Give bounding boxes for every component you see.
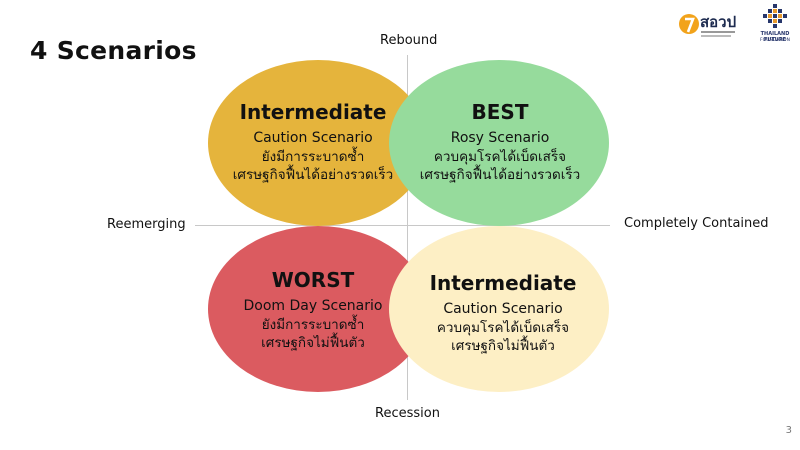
- quadrant-bottom-right-ellipse: [389, 226, 609, 392]
- quadrant-description-line1: ยังมีการระบาดซ้ำ: [261, 316, 365, 333]
- quadrant-heading: Intermediate: [239, 100, 387, 124]
- quadrant-heading: WORST: [271, 268, 355, 292]
- thailand-future-logo-mark-icon: [763, 4, 787, 28]
- page-title: 4 Scenarios: [30, 36, 197, 65]
- quadrant-description-line2: เศรษฐกิจฟื้นได้อย่างรวดเร็ว: [232, 167, 394, 184]
- horizontal-axis-line: [195, 225, 610, 226]
- quadrant-subtitle: Doom Day Scenario: [243, 298, 383, 314]
- sorwop-logo: สอวป: [678, 6, 748, 42]
- quadrant-top-left-text: Intermediate Caution Scenario ยังมีการระ…: [213, 99, 413, 184]
- thailand-future-logo-text: THAILAND FUTURE: [760, 31, 790, 43]
- quadrant-description-line2: เศรษฐกิจไม่ฟื้นตัว: [261, 335, 365, 352]
- quadrant-description-line1: ควบคุมโรคได้เบ็ดเสร็จ: [433, 148, 567, 165]
- quadrant-subtitle: Rosy Scenario: [450, 130, 550, 146]
- axis-label-left: Reemerging: [107, 217, 186, 232]
- axis-label-bottom: Recession: [375, 406, 440, 421]
- quadrant-description-line1: ควบคุมโรคได้เบ็ดเสร็จ: [436, 319, 570, 336]
- quadrant-heading: BEST: [471, 100, 529, 124]
- quadrant-bottom-left-text: WORST Doom Day Scenario ยังมีการระบาดซ้ำ…: [213, 267, 413, 352]
- quadrant-top-right-text: BEST Rosy Scenario ควบคุมโรคได้เบ็ดเสร็จ…: [400, 99, 600, 184]
- thailand-future-logo-subtext: FOUNDATION: [760, 38, 790, 43]
- header-logos: สอวป THAILAND FUTURE FOUNDATION: [0, 0, 800, 50]
- quadrant-description-line2: เศรษฐกิจฟื้นได้อย่างรวดเร็ว: [419, 167, 581, 184]
- thailand-future-logo: THAILAND FUTURE FOUNDATION: [752, 4, 798, 44]
- vertical-axis-line: [407, 55, 408, 400]
- page-number: 3: [785, 425, 792, 436]
- quadrant-subtitle: Caution Scenario: [443, 301, 563, 317]
- quadrant-heading: Intermediate: [429, 271, 577, 295]
- sorwop-logo-text: สอวป: [700, 13, 737, 31]
- quadrant-description-line1: ยังมีการระบาดซ้ำ: [261, 148, 365, 165]
- axis-label-top: Rebound: [380, 33, 438, 48]
- quadrant-bottom-right-text: Intermediate Caution Scenario ควบคุมโรคไ…: [398, 270, 608, 355]
- sorwop-logo-mark-icon: [679, 14, 699, 34]
- quadrant-subtitle: Caution Scenario: [253, 130, 373, 146]
- quadrant-description-line2: เศรษฐกิจไม่ฟื้นตัว: [451, 338, 555, 355]
- axis-label-right: Completely Contained: [624, 216, 769, 231]
- quadrant-top-right-ellipse: [389, 60, 609, 226]
